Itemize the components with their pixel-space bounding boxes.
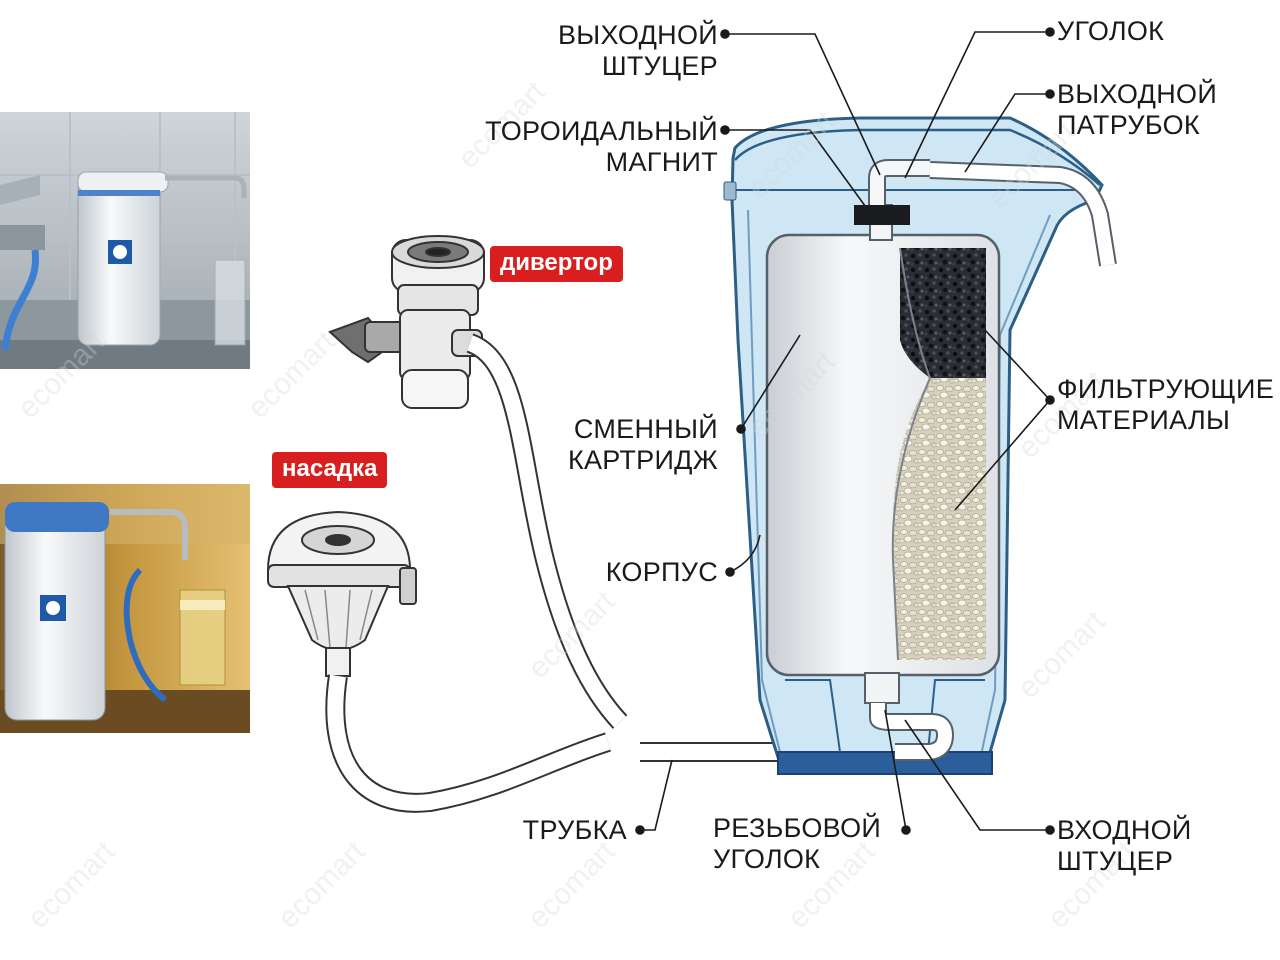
svg-text:ecomart: ecomart	[522, 585, 622, 685]
tag-diverter: дивертор	[490, 246, 623, 282]
svg-text:ecomart: ecomart	[1012, 605, 1112, 705]
label-outlet-pipe: ВЫХОДНОЙ ПАТРУБОК	[1057, 79, 1218, 140]
label-toroidal-magnet: ТОРОИДАЛЬНЫЙ МАГНИТ	[485, 116, 718, 177]
label-filter-materials: ФИЛЬТРУЮЩИЕ МАТЕРИАЛЫ	[1057, 374, 1275, 435]
leader-lines	[635, 27, 1055, 835]
diverter-illustration	[328, 235, 485, 409]
photo-filter-on-tap	[0, 112, 250, 369]
svg-text:ecomart: ecomart	[242, 325, 342, 425]
nozzle-illustration	[266, 510, 417, 677]
label-housing: КОРПУС	[605, 557, 718, 587]
photo-filter-on-table	[0, 484, 250, 733]
label-inlet-fitting: ВХОДНОЙ ШТУЦЕР	[1057, 815, 1192, 876]
tag-nozzle: насадка	[272, 452, 388, 488]
cartridge	[765, 159, 1117, 761]
label-outlet-fitting: ВЫХОДНОЙ ШТУЦЕР	[557, 20, 718, 81]
label-tube: ТРУБКА	[522, 815, 627, 845]
label-elbow: УГОЛОК	[1057, 16, 1165, 46]
svg-text:ecomart: ecomart	[22, 835, 122, 935]
svg-text:ecomart: ecomart	[522, 835, 622, 935]
label-replaceable-cartridge: СМЕННЫЙ КАРТРИДЖ	[567, 414, 718, 475]
hoses	[325, 333, 895, 813]
label-threaded-elbow: РЕЗЬБОВОЙ УГОЛОК	[713, 813, 882, 874]
svg-text:ecomart: ecomart	[272, 835, 372, 935]
